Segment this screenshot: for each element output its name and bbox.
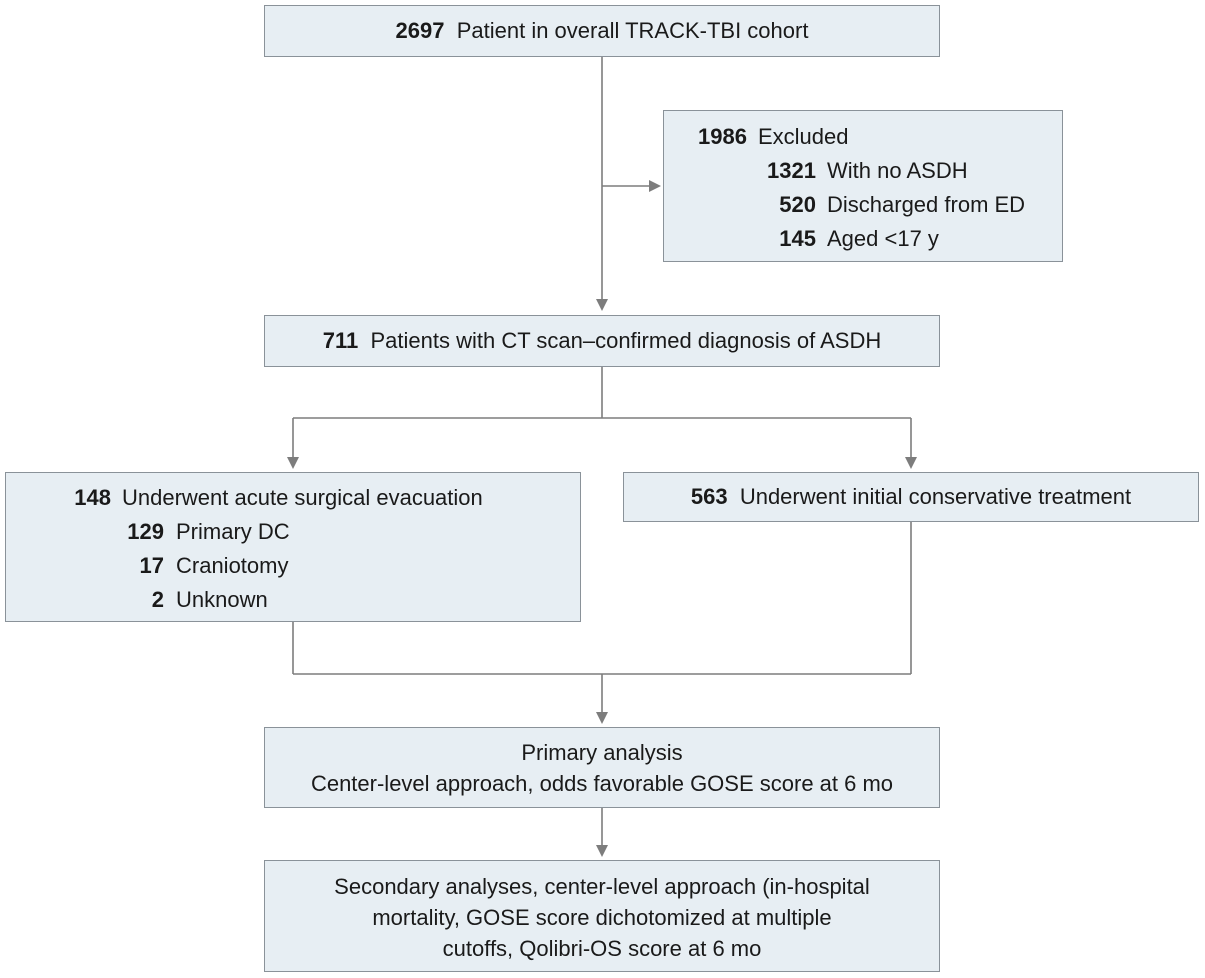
surgical-item-count: 17 (139, 553, 164, 578)
confirmed-count: 711 (322, 328, 359, 353)
primary-analysis-box: Primary analysis Center-level approach, … (264, 727, 940, 808)
surgical-box: 148 Underwent acute surgical evacuation … (5, 472, 581, 622)
excluded-box: 1986 Excluded 1321 With no ASDH 520 Disc… (663, 110, 1063, 262)
excluded-item-count: 520 (779, 192, 816, 217)
surgical-label: Underwent acute surgical evacuation (122, 485, 483, 510)
surgical-item-count: 2 (151, 587, 164, 612)
confirmed-label: Patients with CT scan–confirmed diagnosi… (370, 328, 882, 353)
excluded-item-count: 1321 (767, 158, 816, 183)
secondary-analyses-line: cutoffs, Qolibri-OS score at 6 mo (442, 936, 762, 961)
excluded-item-label: Discharged from ED (827, 192, 1026, 217)
excluded-item-count: 145 (779, 226, 816, 251)
surgical-item-label: Primary DC (176, 519, 290, 544)
primary-analysis-title: Primary analysis (521, 740, 683, 765)
surgical-item-label: Craniotomy (176, 553, 289, 578)
surgical-item-count: 129 (127, 519, 164, 544)
secondary-analyses-line: Secondary analyses, center-level approac… (334, 874, 870, 899)
secondary-analyses-box: Secondary analyses, center-level approac… (264, 860, 940, 972)
excluded-item-label: Aged <17 y (827, 226, 939, 251)
confirmed-box: 711 Patients with CT scan–confirmed diag… (264, 315, 940, 367)
conservative-box: 563 Underwent initial conservative treat… (623, 472, 1199, 522)
cohort-count: 2697 (395, 18, 445, 43)
cohort-box: 2697 Patient in overall TRACK-TBI cohort (264, 5, 940, 57)
surgical-item-label: Unknown (176, 587, 268, 612)
excluded-count: 1986 (698, 124, 747, 149)
excluded-label: Excluded (758, 124, 849, 149)
conservative-label: Underwent initial conservative treatment (739, 484, 1132, 509)
secondary-analyses-line: mortality, GOSE score dichotomized at mu… (372, 905, 832, 930)
surgical-count: 148 (74, 485, 111, 510)
excluded-item-label: With no ASDH (827, 158, 968, 183)
primary-analysis-description: Center-level approach, odds favorable GO… (310, 771, 894, 796)
cohort-label: Patient in overall TRACK-TBI cohort (456, 18, 809, 43)
conservative-count: 563 (690, 484, 728, 509)
